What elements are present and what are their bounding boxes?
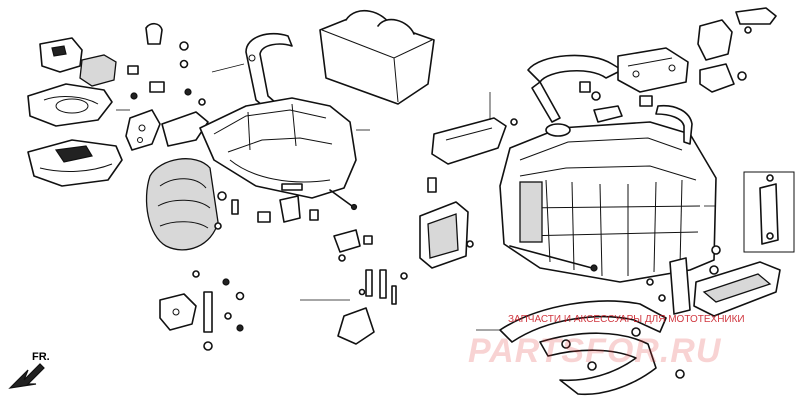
lid-damper-rod xyxy=(655,104,693,145)
garnish-stay xyxy=(646,257,691,315)
lower-fastener-group xyxy=(192,270,245,332)
backrest-mount-hardware xyxy=(214,191,239,230)
latch-bracket xyxy=(161,88,209,147)
emblem-plate xyxy=(545,123,571,137)
latch-hook-group xyxy=(257,195,373,262)
inner-luggage-bag xyxy=(319,10,435,105)
trunk-body xyxy=(499,121,717,283)
lock-cylinder-assembly xyxy=(337,269,408,345)
side-garnish xyxy=(693,245,781,317)
clip-fastener-group xyxy=(127,22,189,100)
side-case-shell-upper xyxy=(27,83,113,127)
leader-lines xyxy=(116,63,716,331)
lid-stay-hardware xyxy=(579,81,653,123)
guard-fasteners xyxy=(587,361,685,379)
trunk-hinge-rail xyxy=(509,245,598,272)
lid-pad xyxy=(79,54,117,87)
trunk-main-lid xyxy=(199,97,357,199)
watermark-brand: PARTSFOR.RU xyxy=(468,332,722,370)
front-direction-label: FR. xyxy=(32,351,50,363)
hinge-bracket-upper xyxy=(125,109,161,151)
top-trim-bracket xyxy=(431,92,518,165)
side-bracket-inset xyxy=(743,171,795,253)
lock-mechanism xyxy=(697,7,777,93)
front-direction-arrow: FR. xyxy=(8,351,50,389)
side-panel-reflector xyxy=(419,177,474,269)
rear-mount-bracket xyxy=(617,47,689,93)
rear-guard-bar xyxy=(499,300,667,396)
hinge-pin xyxy=(329,189,358,211)
hinge-bracket-lower xyxy=(159,291,213,351)
trunk-inner-lid xyxy=(39,37,83,73)
backrest-pad xyxy=(145,158,219,251)
watermark-tagline: ЗАПЧАСТИ И АКСЕССУАРЫ ДЛЯ МОТОТЕХНИКИ xyxy=(508,314,745,325)
side-case-shell-lower xyxy=(27,139,123,187)
